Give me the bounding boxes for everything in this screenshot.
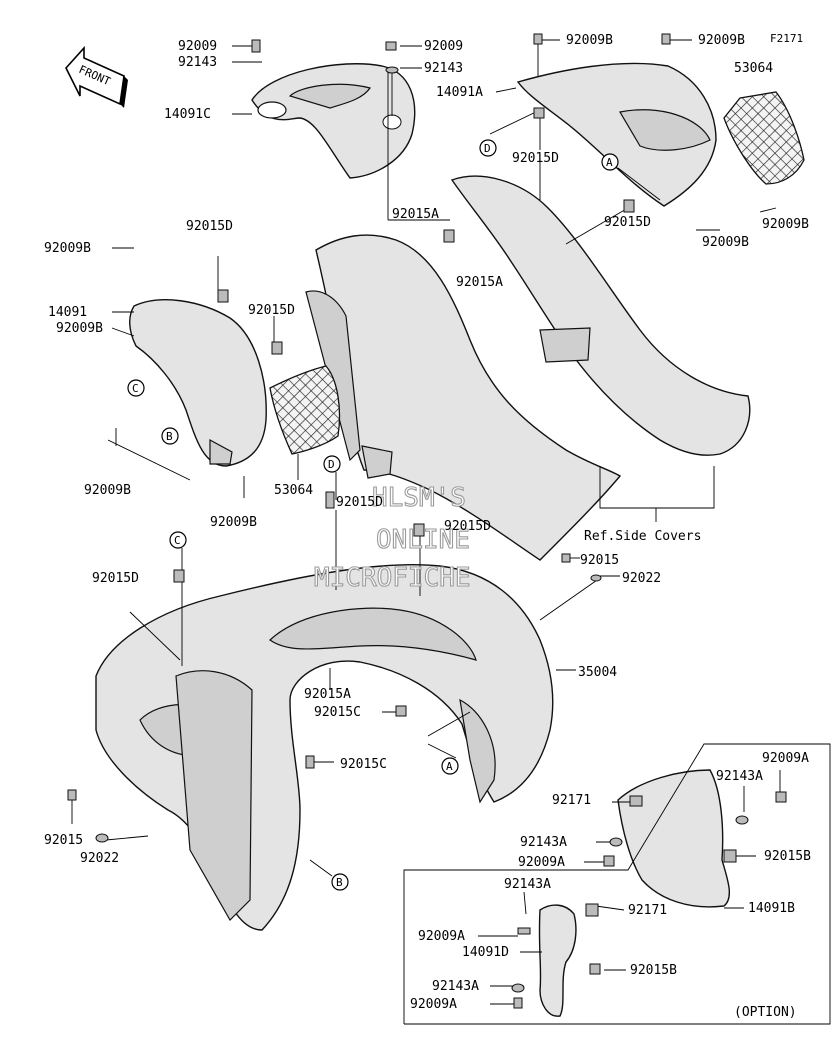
label-14091C: 14091C [164,107,211,122]
callout-b-left: B [161,427,179,445]
label-92015D: 92015D [512,151,559,166]
label-92143A: 92143A [716,769,763,784]
label-92009: 92009 [424,39,463,54]
label-14091A: 14091A [436,85,483,100]
svg-text:D: D [484,142,491,155]
svg-text:A: A [606,156,613,169]
callout-c-left: C [127,379,145,397]
side-bracket-drawing [450,175,751,456]
part-53064-top-drawing [723,91,805,185]
label-92015A: 92015A [456,275,503,290]
label-92009A: 92009A [762,751,809,766]
part-35004-drawing [95,564,554,931]
label-92009B: 92009B [44,241,91,256]
upper-fender-drawing [305,234,622,561]
callout-c-mid: C [169,531,187,549]
ref-side-covers-note: Ref.Side Covers [584,529,701,544]
leader-lines [71,39,781,1005]
label-92009B: 92009B [762,217,809,232]
figure-code: F2171 [770,32,803,45]
part-14091-drawing [129,299,267,467]
label-92009B: 92009B [56,321,103,336]
label-92143: 92143 [424,61,463,76]
callout-d-top: D [479,139,497,157]
label-92015B: 92015B [764,849,811,864]
label-92009B: 92009B [566,33,613,48]
watermark: HLSM'S ONLINE MICROFICHE [313,482,471,593]
label-92015D: 92015D [444,519,491,534]
label-92143A: 92143A [520,835,567,850]
svg-text:B: B [336,876,343,889]
part-14091A-drawing [516,62,717,207]
callout-d-mid: D [323,455,341,473]
label-92009B: 92009B [702,235,749,250]
label-92015D: 92015D [604,215,651,230]
label-92171: 92171 [628,903,667,918]
part-53064-mid-drawing [269,365,341,455]
label-14091B: 14091B [748,901,795,916]
label-92143A: 92143A [432,979,479,994]
label-14091D: 14091D [462,945,509,960]
label-92015A: 92015A [304,687,351,702]
label-35004: 35004 [578,665,617,680]
label-92143: 92143 [178,55,217,70]
callout-a-bottom: A [441,757,459,775]
svg-text:A: A [446,760,453,773]
label-92022: 92022 [80,851,119,866]
label-92009B: 92009B [84,483,131,498]
watermark-line-3: MICROFICHE [314,563,471,593]
label-53064: 53064 [274,483,313,498]
label-92015D: 92015D [186,219,233,234]
label-92009A: 92009A [418,929,465,944]
option-label: (OPTION) [734,1005,797,1020]
svg-text:C: C [132,382,139,395]
label-92009B: 92009B [698,33,745,48]
label-92143A: 92143A [504,877,551,892]
hardware-marks [67,33,787,1009]
svg-text:C: C [174,534,181,547]
part-14091B-drawing [617,769,731,908]
label-92009A: 92009A [410,997,457,1012]
label-92015D: 92015D [336,495,383,510]
part-14091C-drawing [251,63,416,179]
label-92171: 92171 [552,793,591,808]
label-92015D: 92015D [248,303,295,318]
callout-b-bottom: B [331,873,349,891]
label-92015B: 92015B [630,963,677,978]
label-92015C: 92015C [314,705,361,720]
label-92009: 92009 [178,39,217,54]
watermark-line-1: HLSM'S [372,483,466,513]
ref-side-covers-bracket [599,466,715,509]
callout-a-top: A [601,153,619,171]
label-92015D: 92015D [92,571,139,586]
label-14091: 14091 [48,305,87,320]
label-53064: 53064 [734,61,773,76]
label-92009B: 92009B [210,515,257,530]
part-labels: 92009 92143 14091C 92009 92143 92009B 92… [44,33,811,1012]
label-92015C: 92015C [340,757,387,772]
label-92015: 92015 [44,833,83,848]
label-92022: 92022 [622,571,661,586]
part-14091D-drawing [538,904,577,1017]
label-92015A: 92015A [392,207,439,222]
watermark-line-2: ONLINE [376,525,470,555]
svg-text:D: D [328,458,335,471]
svg-text:B: B [166,430,173,443]
label-92009A: 92009A [518,855,565,870]
option-frame [403,743,831,1025]
label-92015: 92015 [580,553,619,568]
front-arrow-icon: FRONT [65,45,128,108]
